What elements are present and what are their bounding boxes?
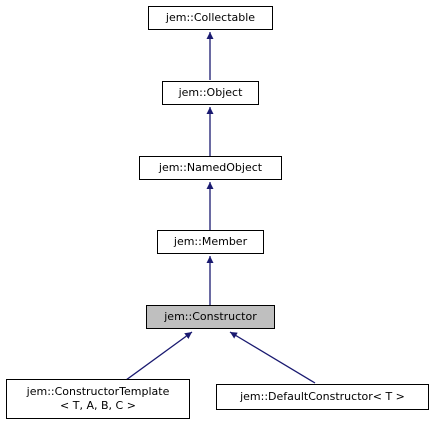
node-label-line1: jem::ConstructorTemplate [26,385,170,398]
edge-defaultconstructor-to-constructor [229,331,316,384]
node-label: jem::NamedObject [158,161,263,174]
node-object[interactable]: jem::Object [162,81,259,105]
edge-constructortemplate-to-constructor [125,331,193,381]
node-label-line2: < T, A, B, C > [60,399,136,412]
node-label: jem::Member [173,235,248,248]
node-constructor-current: jem::Constructor [146,305,275,329]
node-constructor-template[interactable]: jem::ConstructorTemplate < T, A, B, C > [6,379,190,419]
node-default-constructor[interactable]: jem::DefaultConstructor< T > [216,384,429,410]
node-label: jem::DefaultConstructor< T > [240,390,405,403]
node-label: jem::Collectable [165,11,256,24]
node-label: jem::Object [178,86,243,99]
node-collectable[interactable]: jem::Collectable [148,6,273,30]
node-named-object[interactable]: jem::NamedObject [139,156,282,180]
node-label: jem::Constructor [164,310,257,323]
node-member[interactable]: jem::Member [157,230,264,254]
